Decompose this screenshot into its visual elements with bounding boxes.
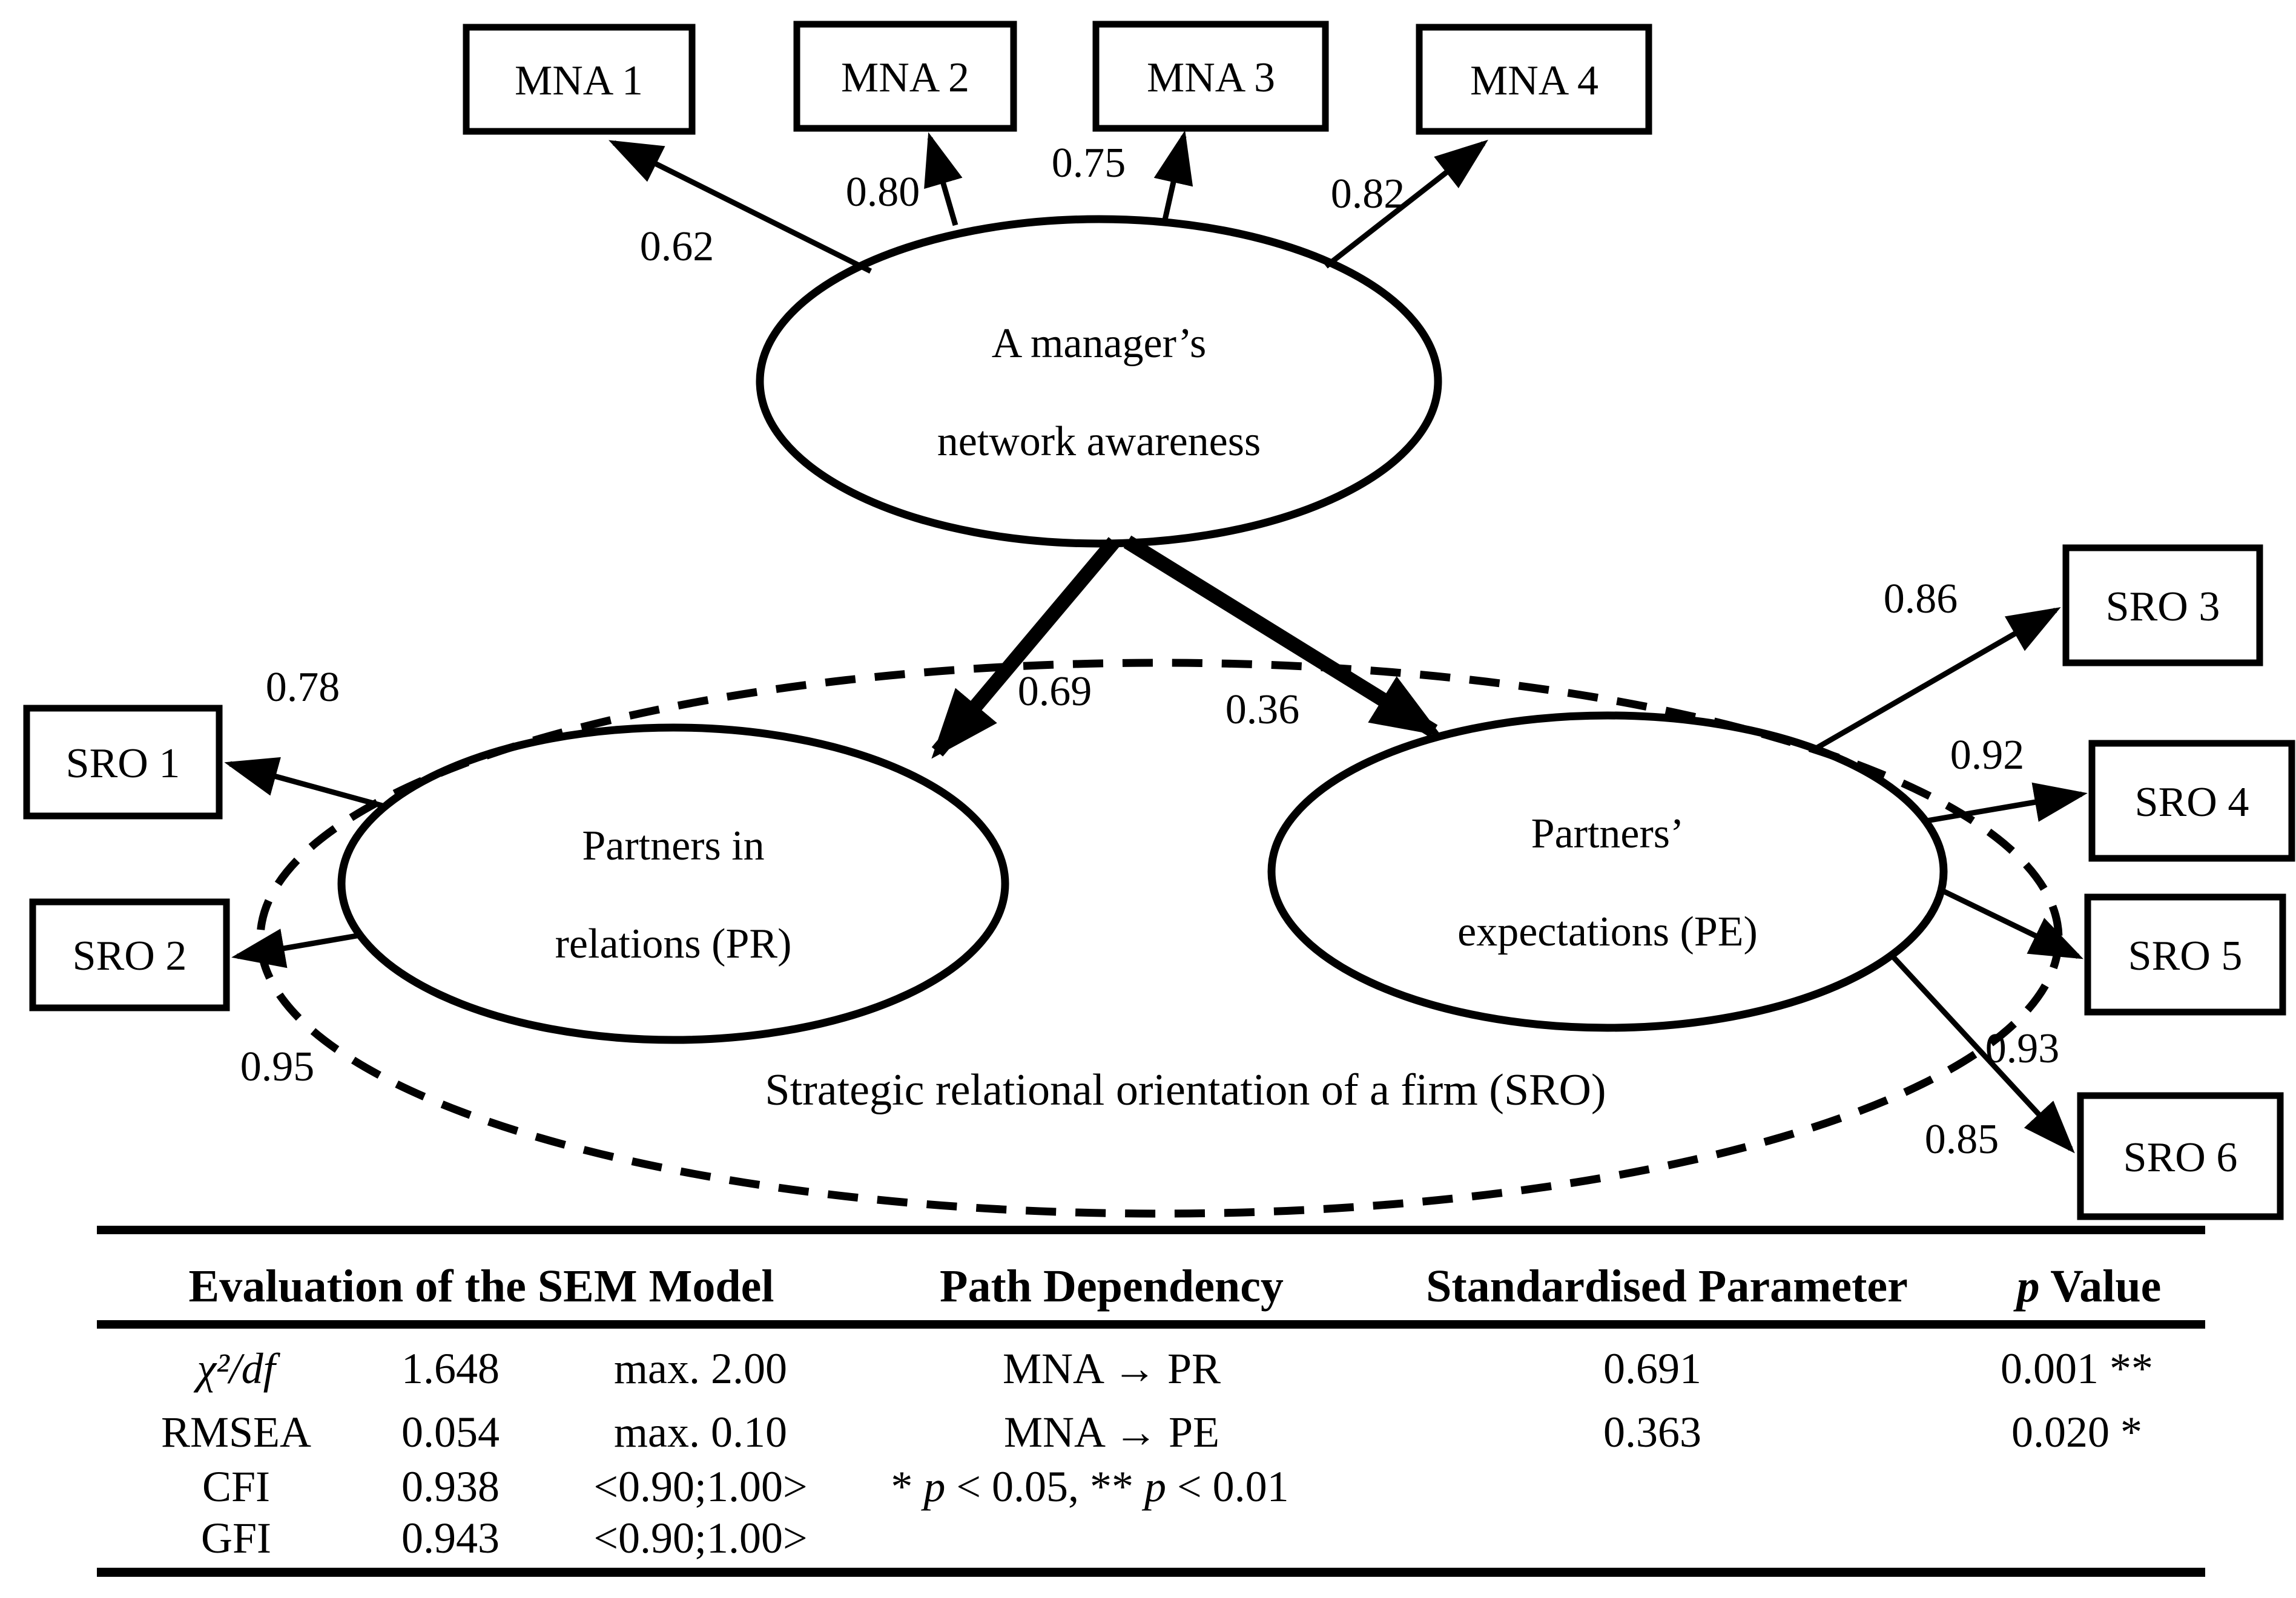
fit-metric-cfi: CFI: [202, 1462, 270, 1511]
mna3-loading-label: 0.75: [1052, 140, 1126, 186]
sro2-label: SRO 2: [73, 933, 187, 979]
fit-value-rmsea: 0.054: [401, 1408, 500, 1456]
fit-criterion-chi2df: max. 2.00: [614, 1344, 787, 1393]
pr-ellipse-label-line1: Partners in: [582, 823, 764, 869]
sro5-label: SRO 5: [2128, 933, 2243, 979]
table-bottom-rule: [97, 1568, 2205, 1577]
fit-value-chi2df: 1.648: [401, 1344, 500, 1393]
mna4-box: [1416, 24, 1652, 135]
mna-pr-coefficient-label: 0.69: [1018, 668, 1092, 715]
sro6-box: [2077, 1092, 2284, 1220]
mna4-label: MNA 4: [1470, 58, 1598, 104]
mna2-box: [793, 21, 1017, 132]
sro1-loading-label: 0.78: [266, 664, 340, 711]
pr-ellipse: [337, 723, 1009, 1044]
fit-value-gfi: 0.943: [401, 1514, 500, 1562]
fit-metric-chi2df: χ²/df: [193, 1344, 280, 1393]
pr-to-sro2-arrow: [231, 929, 361, 968]
path-row-mna-pr: MNA → PR: [1003, 1344, 1221, 1393]
pe-ellipse: [1267, 711, 1948, 1032]
sro1-label: SRO 1: [66, 740, 180, 787]
mna-to-mna1-arrow: [609, 140, 873, 274]
parameter-mna-pr: 0.691: [1603, 1344, 1701, 1393]
pe-to-sro6-arrow: [1889, 953, 2075, 1154]
mna-to-mna4-arrow: [1324, 139, 1488, 269]
sro6-label: SRO 6: [2123, 1134, 2238, 1181]
table-header-evaluation: Evaluation of the SEM Model: [189, 1261, 774, 1312]
p-value-mna-pr: 0.001 **: [2001, 1344, 2153, 1393]
table-header-path-dependency: Path Dependency: [940, 1261, 1284, 1312]
mna4-loading-label: 0.82: [1331, 171, 1405, 217]
pe-to-sro5-arrow: [1939, 887, 2083, 959]
mna-to-pe-arrow: [1123, 535, 1442, 738]
mna3-label: MNA 3: [1147, 54, 1275, 101]
mna-pe-coefficient-label: 0.36: [1226, 686, 1300, 733]
sro1-box: [23, 705, 223, 820]
mna2-loading-label: 0.80: [846, 169, 920, 215]
sro5-loading-label: 0.93: [1985, 1025, 2060, 1072]
mna-ellipse: [756, 215, 1442, 548]
parameter-mna-pe: 0.363: [1603, 1408, 1701, 1456]
mna1-loading-label: 0.62: [640, 223, 714, 270]
sro3-loading-label: 0.86: [1884, 576, 1958, 622]
path-row-mna-pe: MNA → PE: [1004, 1408, 1219, 1456]
pe-ellipse-label-line1: Partners’: [1531, 811, 1684, 857]
sro4-loading-label: 0.92: [1950, 732, 2025, 778]
fit-criterion-rmsea: max. 0.10: [614, 1408, 787, 1456]
table-header-rule: [97, 1320, 2205, 1329]
table-header-p-value-p: p: [2013, 1261, 2040, 1312]
sro4-box: [2088, 740, 2295, 862]
sro4-label: SRO 4: [2135, 779, 2249, 826]
mna-ellipse-label-line2: network awareness: [937, 418, 1261, 465]
sro5-box: [2084, 893, 2286, 1016]
pe-to-sro4-arrow: [1926, 782, 2088, 824]
pe-ellipse-label-line2: expectations (PE): [1457, 909, 1758, 955]
footnote-part-4: < 0.01: [1166, 1462, 1289, 1511]
fit-value-cfi: 0.938: [401, 1462, 500, 1511]
p-value-mna-pe: 0.020 *: [2011, 1408, 2142, 1456]
fit-metric-rmsea: RMSEA: [161, 1408, 311, 1456]
fit-criterion-cfi: <0.90;1.00>: [593, 1462, 807, 1511]
footnote-part-3: p: [1141, 1462, 1166, 1511]
pr-to-sro1-arrow: [224, 757, 386, 809]
mna2-label: MNA 2: [841, 54, 969, 101]
mna-ellipse-label-line1: A manager’s: [992, 320, 1206, 367]
table-top-rule: [97, 1226, 2205, 1234]
sro2-loading-label: 0.95: [240, 1044, 315, 1090]
table-header-standardised-parameter: Standardised Parameter: [1426, 1261, 1908, 1312]
mna-to-mna3-arrow: [1153, 130, 1193, 226]
table-header-p-value-rest: Value: [2040, 1261, 2162, 1312]
pe-to-sro3-arrow: [1813, 607, 2061, 751]
mna3-box: [1092, 21, 1329, 132]
significance-footnote: * p < 0.05, ** p < 0.01: [891, 1462, 1288, 1511]
sro3-label: SRO 3: [2106, 584, 2220, 630]
footnote-part-0: *: [891, 1462, 923, 1511]
fit-metric-gfi: GFI: [201, 1514, 271, 1562]
fit-criterion-gfi: <0.90;1.00>: [593, 1514, 807, 1562]
footnote-part-2: < 0.05, **: [945, 1462, 1144, 1511]
sro-group-label: Strategic relational orientation of a fi…: [765, 1065, 1606, 1115]
sro6-loading-label: 0.85: [1925, 1116, 1999, 1163]
sro3-box: [2062, 544, 2263, 666]
mna-to-pr-arrow: [931, 537, 1120, 759]
footnote-part-1: p: [920, 1462, 945, 1511]
mna1-label: MNA 1: [515, 58, 643, 104]
sro2-box: [29, 898, 230, 1011]
mna1-box: [463, 24, 696, 135]
pr-ellipse-label-line2: relations (PR): [555, 921, 792, 967]
mna-to-mna2-arrow: [924, 132, 963, 226]
table-header-p-value: p Value: [2013, 1261, 2162, 1312]
